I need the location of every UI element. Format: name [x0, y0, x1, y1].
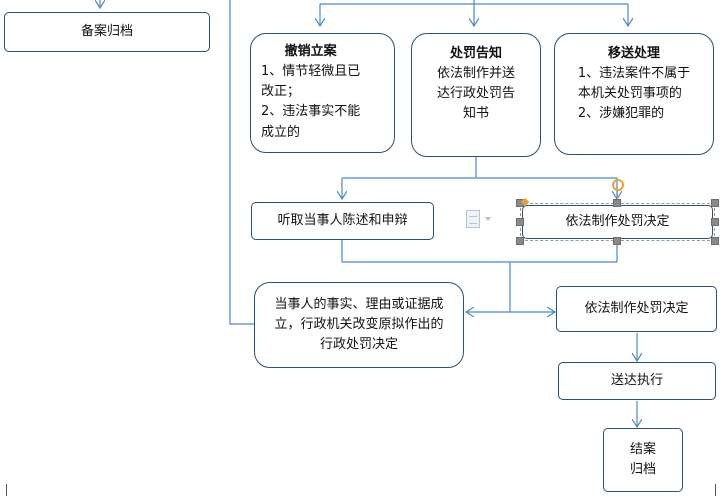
- document-icon[interactable]: [466, 210, 480, 228]
- node-decision[interactable]: 依法制作处罚决定: [556, 286, 717, 332]
- resize-handle-tr[interactable]: [711, 199, 719, 207]
- node-notify-line-3: 知书: [462, 106, 489, 122]
- node-transfer-title: 移送处理: [607, 46, 660, 61]
- resize-handle-mr[interactable]: [711, 218, 719, 226]
- bottom-left-edge-mark: [6, 484, 7, 496]
- node-revoke-line-2: 改正；: [261, 84, 301, 100]
- node-decision-selected-label: 依法制作处罚决定: [565, 213, 670, 229]
- node-archive-top[interactable]: 备案归档: [4, 12, 210, 52]
- node-archive-top-label: 备案归档: [80, 23, 133, 39]
- rotate-handle-icon[interactable]: [612, 179, 624, 191]
- node-transfer-line-1: 1、违法案件不属于: [577, 66, 691, 82]
- connector-left-return: [229, 0, 254, 325]
- node-hearing[interactable]: 听取当事人陈述和申辩: [251, 202, 434, 240]
- node-notify-line-1: 依法制作并送: [436, 66, 515, 82]
- rotate-handle-stem: [617, 191, 618, 199]
- node-revoke-title: 撤销立案: [284, 44, 337, 59]
- node-hearing-label: 听取当事人陈述和申辩: [277, 212, 408, 228]
- resize-handle-ml[interactable]: [516, 218, 524, 226]
- dropdown-caret-icon[interactable]: [485, 217, 491, 221]
- resize-handle-bl[interactable]: [516, 237, 524, 245]
- node-close[interactable]: 结案 归档: [603, 428, 683, 492]
- node-close-line-2: 归档: [629, 462, 656, 477]
- node-revoke-line-3: 2、违法事实不能: [261, 104, 361, 120]
- node-reconsider[interactable]: 当事人的事实、理由或证据成 立，行政机关改变原拟作出的 行政处罚决定: [254, 282, 464, 368]
- node-notify-line-2: 达行政处罚告: [436, 86, 515, 102]
- node-revoke-line-4: 成立的: [261, 124, 301, 140]
- resize-handle-bm[interactable]: [613, 237, 621, 245]
- node-revoke-line-1: 1、情节轻微且已: [261, 64, 361, 80]
- node-transfer-line-3: 2、涉嫌犯罪的: [577, 106, 665, 122]
- resize-handle-tm[interactable]: [613, 199, 621, 207]
- node-deliver[interactable]: 送达执行: [558, 362, 716, 400]
- selection-frame: [520, 203, 715, 241]
- node-revoke[interactable]: 撤销立案 1、情节轻微且已 改正； 2、违法事实不能 成立的: [250, 33, 395, 153]
- node-reconsider-line-1: 当事人的事实、理由或证据成: [274, 296, 444, 312]
- node-transfer-line-2: 本机关处罚事项的: [577, 86, 682, 102]
- node-transfer[interactable]: 移送处理 1、违法案件不属于 本机关处罚事项的 2、涉嫌犯罪的: [554, 33, 714, 155]
- bottom-right-edge-mark: [715, 484, 716, 496]
- node-close-line-1: 结案: [629, 441, 656, 457]
- resize-handle-br[interactable]: [711, 237, 719, 245]
- node-deliver-label: 送达执行: [610, 372, 663, 388]
- node-notify-title: 处罚告知: [449, 46, 502, 61]
- node-reconsider-line-2: 立，行政机关改变原拟作出的: [274, 316, 444, 332]
- node-decision-label: 依法制作处罚决定: [584, 300, 689, 316]
- node-notify[interactable]: 处罚告知 依法制作并送 达行政处罚告 知书: [411, 33, 541, 157]
- node-reconsider-line-3: 行政处罚决定: [319, 337, 398, 353]
